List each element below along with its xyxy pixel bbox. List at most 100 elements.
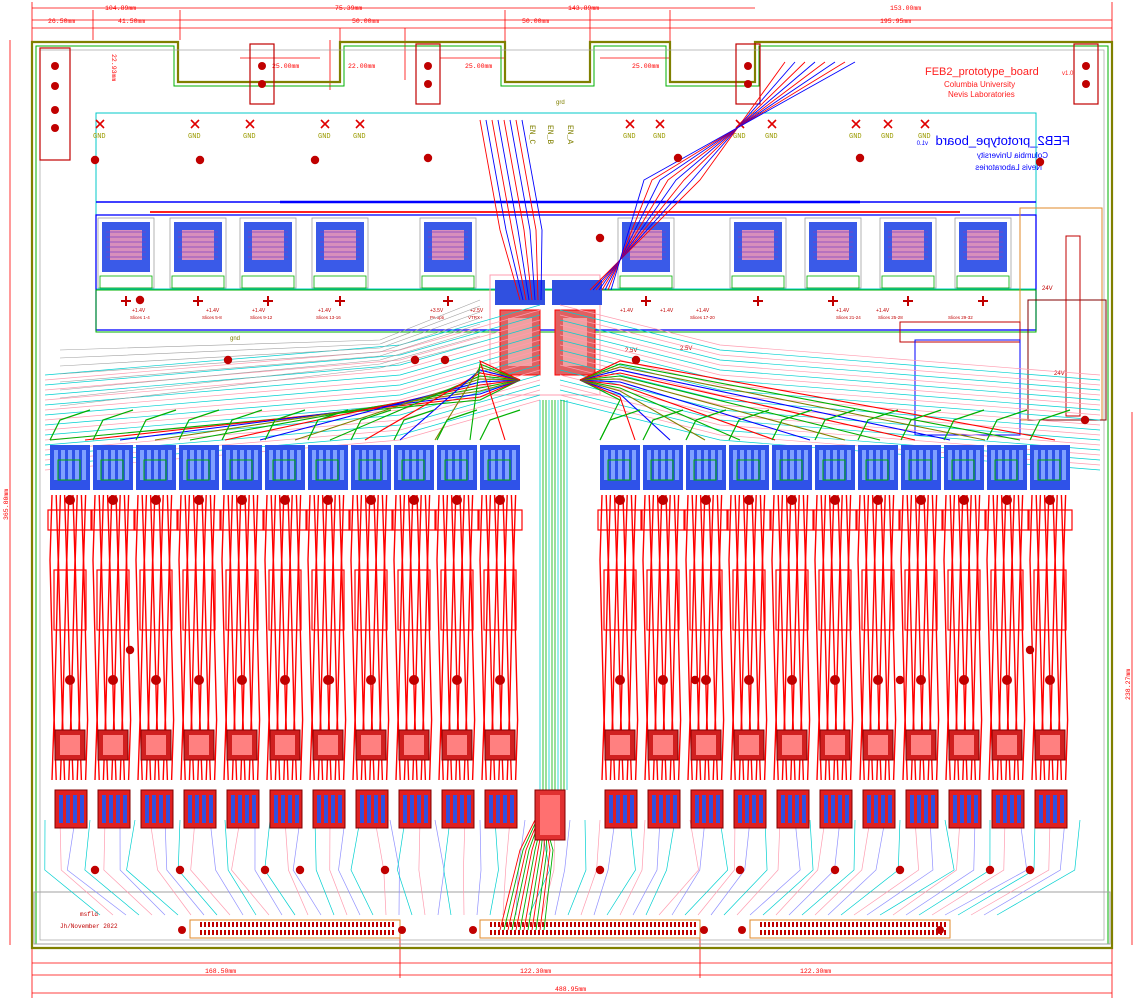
connector-pin [686,930,688,935]
connector-pin [256,922,258,927]
connector-pin [808,930,810,935]
connector-pin [312,930,314,935]
trace [59,819,114,916]
trace [710,819,751,916]
via [1025,865,1035,875]
connector-pin [614,930,616,935]
trace [559,349,1101,421]
trace [224,819,257,916]
connector-pin [220,930,222,935]
connector-pin [780,930,782,935]
trace [853,819,919,916]
credit-date: Jh/November 2022 [60,923,118,930]
connector-pin [650,922,652,927]
connector-pin [570,930,572,935]
connector-pin [662,930,664,935]
connector-pin [502,922,504,927]
trace [476,819,482,916]
mounting-holes [51,62,1090,132]
trace [119,379,521,441]
via [440,355,450,365]
trace [44,344,541,416]
trace [554,819,571,916]
connector-pin [916,930,918,935]
trace [866,819,934,916]
channel-column [984,409,1030,829]
en-c-label: EN_C [527,125,536,144]
via [595,233,605,243]
connector-pin [582,930,584,935]
connector-pin [344,922,346,927]
trace [579,379,811,441]
connector-pin [490,922,492,927]
connector-pin [642,922,644,927]
connector-pin [820,922,822,927]
connector-pin [586,922,588,927]
trace [579,379,776,441]
via [195,155,205,165]
connector-pin [690,930,692,935]
en-b-label: EN_B [545,125,554,144]
connector-pin [932,922,934,927]
gnd-label: GND [733,133,746,141]
connector-pin [372,922,374,927]
hv-connector-block [899,207,1107,436]
connector-pin [590,930,592,935]
via [1035,157,1045,167]
gnd-marker [95,119,105,129]
connector-pin [276,922,278,927]
enable-labels: EN_C EN_B EN_A [527,125,574,144]
channel-column [941,409,987,829]
trace [567,819,587,916]
trace [59,311,481,367]
connector-pin [232,930,234,935]
gnd-marker [320,119,330,129]
trace [190,819,231,916]
connector-pin [208,930,210,935]
via [895,865,905,875]
trace [294,378,521,441]
connector-pin [674,922,676,927]
connector-pin [240,922,242,927]
connector-pin [376,922,378,927]
connector-pin [872,930,874,935]
trace [905,819,976,916]
connector-pin [558,930,560,935]
connector-pin [848,930,850,935]
connector-pin [384,930,386,935]
trace [579,378,846,441]
connector-pin [816,930,818,935]
via [125,645,135,655]
connector-pin [784,922,786,927]
gnd-marker [190,119,200,129]
trace [503,119,533,301]
connector-pin [618,930,620,935]
connector-pin [936,930,938,935]
connector-pin [880,922,882,927]
connector-pin [308,922,310,927]
dim-notch-2: 22.00mm [348,63,375,70]
connector-pin [602,922,604,927]
trace [601,61,826,291]
connector-pin [510,922,512,927]
trace [559,334,1101,406]
connector-pin [594,930,596,935]
connector-pin [296,930,298,935]
gnd-marker [767,119,777,129]
connector-pin [844,922,846,927]
connector-pin [618,922,620,927]
connector-pin [236,922,238,927]
trace [559,369,1101,441]
dimension-labels: 26.50mm 41.50mm 50.00mm 50.00mm 104.89mm… [3,5,1132,993]
mirrored-institution: Columbia University [977,151,1048,160]
connector-pin [280,930,282,935]
channel-column [262,409,308,829]
trace [879,819,955,916]
trace [126,819,179,916]
trace [736,819,781,916]
connector-pin [868,922,870,927]
mirrored-lab: Nevis Laboratories [975,163,1042,172]
connector-pin [594,922,596,927]
connector-pin [236,930,238,935]
trace [579,379,636,441]
